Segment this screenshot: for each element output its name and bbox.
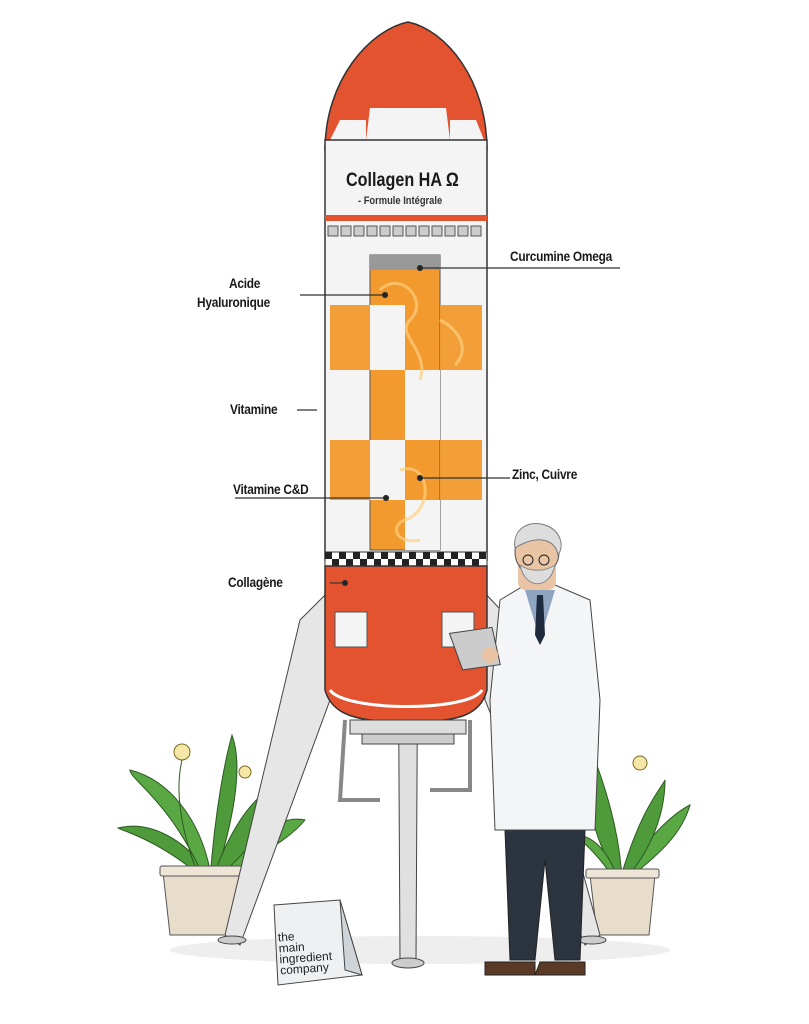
label-vitamine: Vitamine <box>230 401 278 417</box>
scientist <box>448 523 601 976</box>
rocket-nose <box>324 21 488 151</box>
engine-supports <box>337 719 472 802</box>
callout-lines <box>235 264 620 587</box>
label-zinc-cuivre: Zinc, Cuivre <box>512 466 578 482</box>
label-curcumine-omega: Curcumine Omega <box>510 248 612 264</box>
company-logo: the main ingredient company <box>277 928 351 977</box>
logo-sign <box>273 899 363 986</box>
right-plant <box>573 755 691 936</box>
rocket-lower-section <box>324 565 488 745</box>
label-acide: Acide <box>229 275 261 291</box>
checker-band <box>324 551 488 567</box>
rocket-title: Collagen HA Ω <box>346 170 459 191</box>
label-collagene: Collagène <box>228 574 283 590</box>
label-vitamine-cd: Vitamine C&D <box>233 481 309 497</box>
rocket-subtitle: - Formule Intégrale <box>358 195 443 207</box>
rocket-body <box>324 139 488 561</box>
label-hyaluronique: Hyaluronique <box>197 294 270 310</box>
